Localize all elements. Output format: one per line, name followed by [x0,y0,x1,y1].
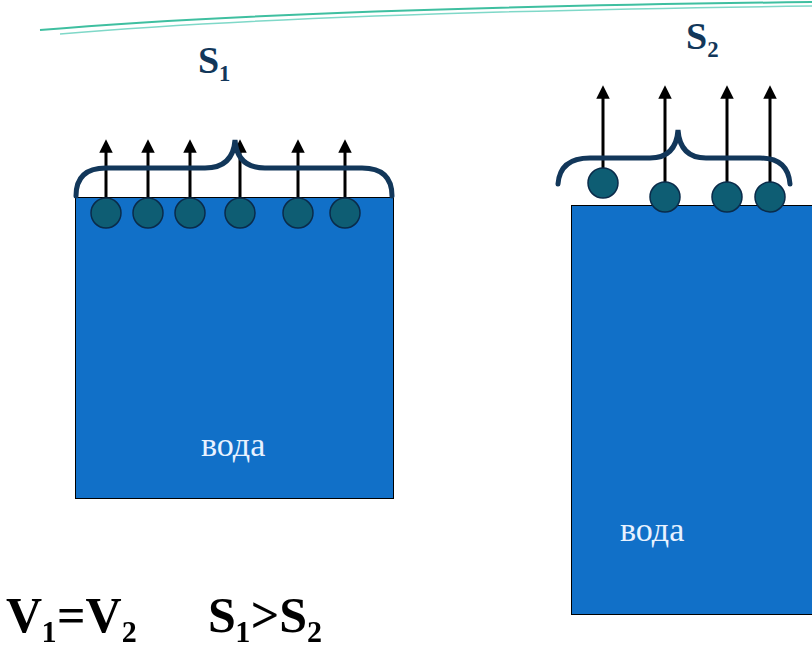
formula: S₁>S₂ [208,586,322,644]
substance-label: вода [201,426,265,464]
water-container: вода [571,205,812,615]
area-label: S₁ [198,38,231,82]
substance-label: вода [620,511,684,549]
formula: V₁=V₂ [6,586,137,644]
area-label: S₂ [686,14,719,58]
surface-brace [76,130,790,196]
water-container: вода [75,197,394,499]
